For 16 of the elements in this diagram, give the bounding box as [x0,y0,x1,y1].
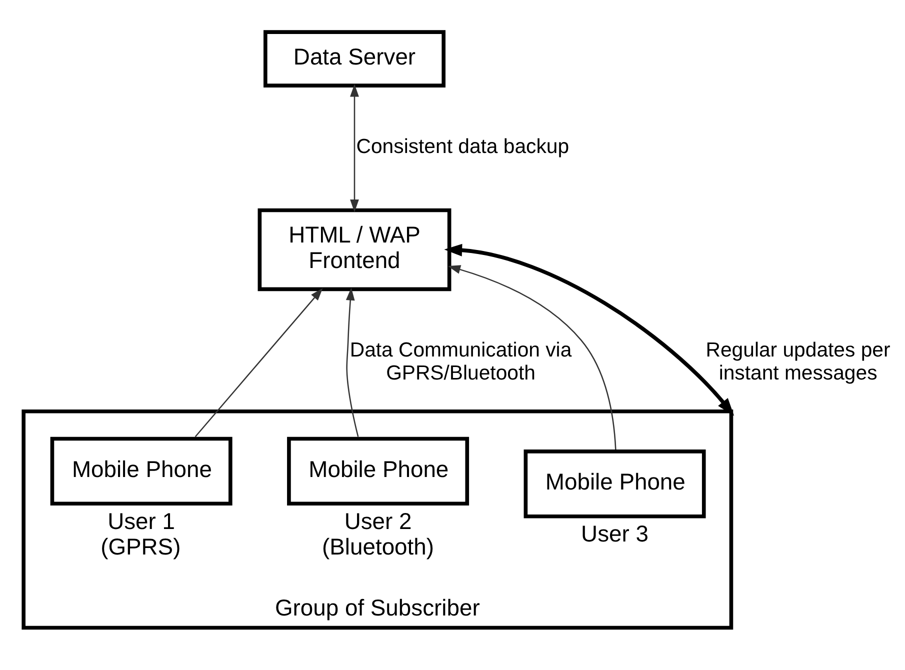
node-box: Data Server [264,30,446,88]
node-label: User 1 (GPRS) [100,508,181,560]
arrow [444,244,734,416]
edge-label: Regular updates per instant messages [706,339,890,384]
edge-label: Data Communication via GPRS/Bluetooth [350,339,572,384]
node-label: User 2 (Bluetooth) [322,508,434,560]
node-box: Mobile Phone [524,450,706,518]
node-box: Mobile Phone [50,436,232,506]
node-box: Mobile Phone [287,436,470,506]
node-label: User 3 [581,520,648,547]
arrow [448,265,616,450]
node-box: HTML / WAP Frontend [258,208,452,292]
arrow [194,288,323,438]
arrow [350,84,359,212]
arrow [346,288,359,437]
edge-label: Consistent data backup [356,136,570,158]
